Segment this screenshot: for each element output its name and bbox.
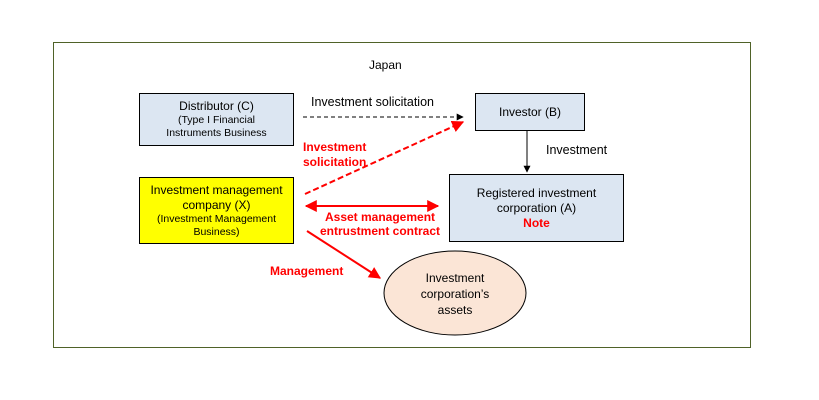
edge-label-contract-1: Asset management [324, 210, 436, 224]
edge-label-imc-investor: Investment solicitation [303, 140, 366, 170]
edge-label-imc-investor-1: Investment [303, 140, 367, 154]
ric-note: Note [523, 215, 550, 230]
registered-investment-corporation-box: Registered investment corporation (A) No… [449, 174, 624, 242]
investor-box: Investor (B) [475, 93, 585, 131]
investor-title: Investor (B) [498, 104, 561, 119]
assets-line-1: Investment [425, 271, 485, 285]
assets-label: Investment corporation’s assets [395, 270, 515, 318]
imc-subtitle-1: (Investment Management [156, 212, 277, 225]
edge-label-contract-2: entrustment contract [320, 224, 441, 238]
imc-subtitle-2: Business) [193, 225, 240, 238]
distributor-subtitle-1: (Type I Financial [177, 114, 256, 126]
edge-label-management: Management [270, 264, 344, 278]
investment-management-company-box: Investment management company (X) (Inves… [139, 177, 294, 244]
edge-label-asset-management-contract: Asset management entrustment contract [320, 210, 440, 238]
assets-ellipse [383, 250, 527, 336]
assets-line-3: assets [437, 303, 473, 317]
imc-title-1: Investment management [150, 182, 283, 197]
edge-label-distributor-investor: Investment solicitation [311, 95, 434, 109]
japan-frame [53, 42, 751, 348]
imc-title-2: company (X) [182, 197, 251, 212]
ric-title-1: Registered investment [476, 185, 597, 200]
distributor-title: Distributor (C) [179, 99, 254, 113]
assets-line-2: corporation’s [420, 287, 490, 301]
ric-title-2: corporation (A) [496, 200, 577, 215]
distributor-box: Distributor (C) (Type I Financial Instru… [139, 93, 294, 146]
region-label-japan: Japan [369, 58, 402, 72]
distributor-subtitle-2: Instruments Business [166, 127, 267, 139]
arrow-imc-to-assets [306, 230, 382, 279]
arrow-imc-to-investor [304, 121, 465, 195]
edge-label-imc-investor-2: solicitation [303, 155, 367, 169]
edge-label-investor-registered: Investment [546, 143, 608, 157]
